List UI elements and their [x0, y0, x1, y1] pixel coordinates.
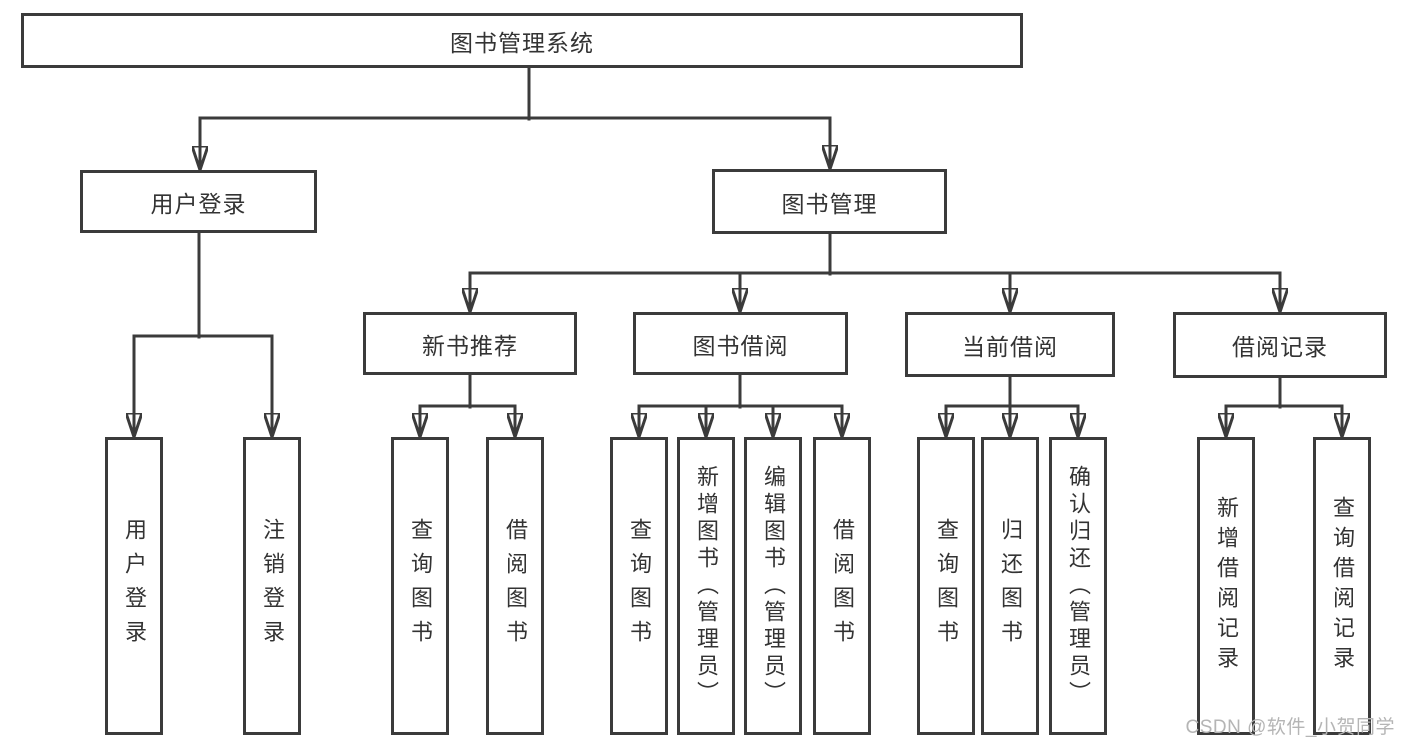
- node-library-management-system: 图书管理系统: [21, 13, 1023, 68]
- csdn-watermark: CSDN @软件_小贺同学: [1185, 717, 1395, 738]
- node-label: 新增图书（管理员）: [694, 464, 719, 708]
- leaf-query-borrow-record: 查询借阅记录: [1313, 437, 1371, 735]
- leaf-borrow-books-recommend: 借阅图书: [486, 437, 544, 735]
- node-label: 归还图书: [998, 518, 1023, 654]
- node-label: 图书管理系统: [450, 29, 594, 56]
- node-current-borrowing: 当前借阅: [905, 312, 1115, 377]
- node-book-management: 图书管理: [712, 169, 947, 234]
- leaf-query-books-current: 查询图书: [917, 437, 975, 735]
- leaf-add-book-admin: 新增图书（管理员）: [677, 437, 735, 735]
- leaf-confirm-return-admin: 确认归还（管理员）: [1049, 437, 1107, 735]
- leaf-logout: 注销登录: [243, 437, 301, 735]
- leaf-query-books-recommend: 查询图书: [391, 437, 449, 735]
- node-label: 查询图书: [408, 518, 433, 654]
- node-label: 注销登录: [260, 518, 285, 654]
- leaf-user-login: 用户登录: [105, 437, 163, 735]
- node-label: 查询图书: [934, 518, 959, 654]
- leaf-return-books: 归还图书: [981, 437, 1039, 735]
- node-label: 查询借阅记录: [1330, 496, 1355, 676]
- node-user-login: 用户登录: [80, 170, 317, 233]
- node-label: 新书推荐: [422, 332, 518, 359]
- node-label: 确认归还（管理员）: [1066, 464, 1091, 708]
- leaf-borrow-books-borrowing: 借阅图书: [813, 437, 871, 735]
- node-label: 借阅图书: [830, 518, 855, 654]
- leaf-query-books-borrowing: 查询图书: [610, 437, 668, 735]
- node-label: 新增借阅记录: [1214, 496, 1239, 676]
- node-label: 用户登录: [150, 190, 247, 217]
- node-label: 用户登录: [122, 518, 147, 654]
- node-borrowing-records: 借阅记录: [1173, 312, 1387, 378]
- leaf-edit-book-admin: 编辑图书（管理员）: [744, 437, 802, 735]
- node-label: 图书管理: [781, 190, 878, 217]
- node-label: 借阅图书: [503, 518, 528, 654]
- node-label: 当前借阅: [962, 333, 1058, 360]
- node-new-book-recommendation: 新书推荐: [363, 312, 577, 375]
- node-label: 图书借阅: [692, 332, 789, 359]
- node-label: 查询图书: [627, 518, 652, 654]
- node-label: 编辑图书（管理员）: [761, 464, 786, 708]
- node-book-borrowing: 图书借阅: [633, 312, 848, 375]
- leaf-add-borrow-record: 新增借阅记录: [1197, 437, 1255, 735]
- node-label: 借阅记录: [1232, 334, 1328, 360]
